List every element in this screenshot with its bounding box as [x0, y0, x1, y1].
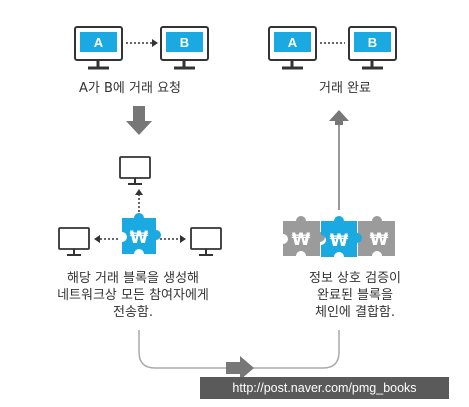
chain-block-gray-right: ₩	[358, 216, 395, 256]
broadcast-right-arrow	[160, 235, 186, 243]
chain-block-gray-left-symbol: ₩	[292, 230, 311, 250]
right-caption-line: 체인에 결합함.	[314, 305, 396, 320]
monitor-a-right: A	[268, 26, 317, 70]
up-arrow-icon	[329, 110, 349, 125]
monitor-b-left-label: B	[180, 35, 189, 50]
request-label: A가 B에 거래 요청	[79, 81, 181, 96]
chain-block-blue: ₩	[321, 216, 362, 257]
broadcast-up-arrow	[135, 189, 143, 212]
block-won-symbol: ₩	[130, 228, 149, 248]
complete-label: 거래 완료	[319, 81, 371, 96]
chain-block-blue-symbol: ₩	[330, 231, 349, 251]
new-block-icon: ₩	[122, 213, 161, 254]
monitor-small-right	[190, 227, 222, 256]
chain-block-gray-left: ₩	[283, 216, 325, 256]
left-caption-line: 네트워크상 모든 참여자에게	[57, 288, 209, 303]
right-caption: 정보 상호 검증이 완료된 블록을 체인에 결합함.	[245, 270, 465, 321]
chain-block-gray-right-symbol: ₩	[370, 230, 389, 250]
monitor-b-left: B	[160, 26, 209, 70]
monitor-a-left-label: A	[94, 35, 104, 50]
watermark-url: http://post.naver.com/pmg_books	[200, 377, 449, 399]
monitor-a-right-label: A	[288, 35, 298, 50]
monitor-a-left: A	[74, 26, 123, 70]
down-arrow-icon	[126, 106, 152, 135]
left-caption-line: 전송함.	[112, 305, 153, 320]
bottom-connector-arrow	[138, 330, 340, 380]
request-dotted-arrow	[126, 39, 158, 47]
left-caption: 해당 거래 블록을 생성해 네트워크상 모든 참여자에게 전송함.	[18, 270, 248, 321]
left-caption-line: 해당 거래 블록을 생성해	[67, 271, 199, 286]
monitor-small-left	[58, 227, 90, 256]
broadcast-left-arrow	[94, 235, 118, 243]
right-caption-line: 완료된 블록을	[317, 288, 393, 303]
right-caption-line: 정보 상호 검증이	[309, 271, 401, 286]
monitor-b-right: B	[348, 26, 397, 70]
monitor-small-top	[119, 156, 151, 185]
monitor-b-right-label: B	[368, 35, 377, 50]
